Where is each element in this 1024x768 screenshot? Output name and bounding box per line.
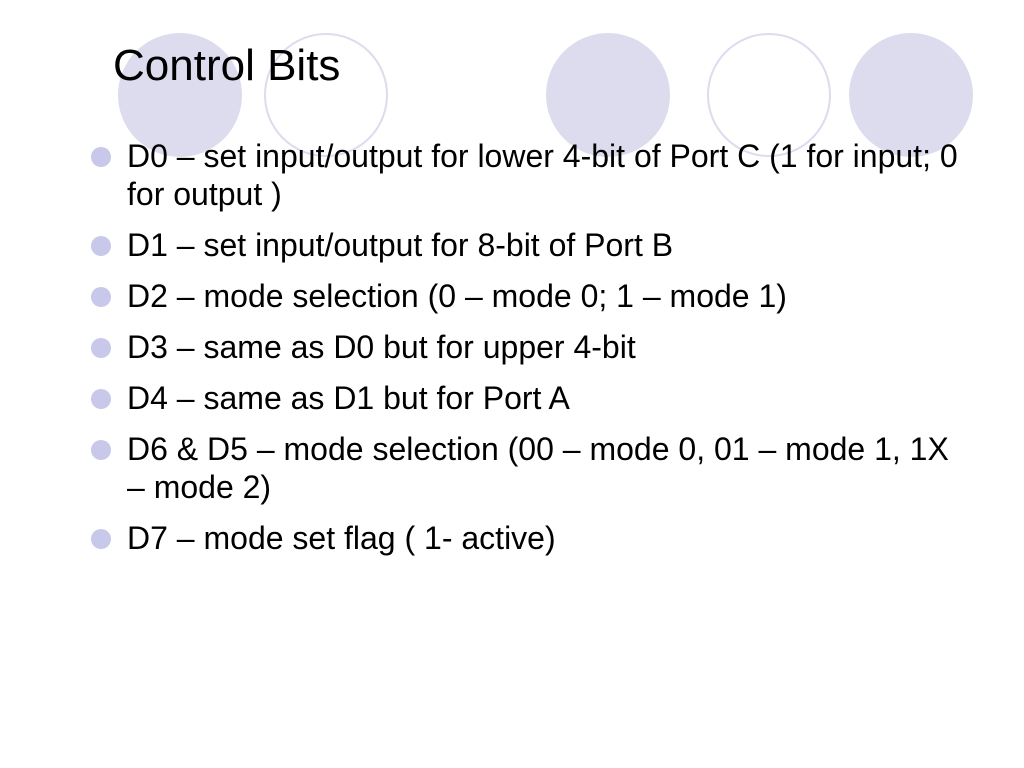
bullet-item: D1 – set input/output for 8-bit of Port … [90, 226, 960, 264]
bullet-text: D0 – set input/output for lower 4-bit of… [127, 138, 958, 212]
bullet-text: D6 & D5 – mode selection (00 – mode 0, 0… [127, 431, 949, 505]
bullet-dot-icon [91, 389, 111, 409]
bullet-text: D2 – mode selection (0 – mode 0; 1 – mod… [127, 278, 787, 314]
decorative-circle-2 [264, 33, 388, 157]
decorative-circle-3 [546, 33, 670, 157]
bullet-text: D1 – set input/output for 8-bit of Port … [127, 227, 674, 263]
bullet-item: D6 & D5 – mode selection (00 – mode 0, 0… [90, 430, 960, 506]
decorative-circle-5 [849, 33, 973, 157]
bullet-dot-icon [91, 338, 111, 358]
bullet-dot-icon [91, 287, 111, 307]
bullet-text: D7 – mode set flag ( 1- active) [127, 520, 556, 556]
decorative-circle-4 [707, 33, 831, 157]
bullet-dot-icon [91, 236, 111, 256]
bullet-text: D4 – same as D1 but for Port A [127, 380, 570, 416]
bullet-item: D3 – same as D0 but for upper 4-bit [90, 328, 960, 366]
bullet-dot-icon [91, 529, 111, 549]
bullet-list: D0 – set input/output for lower 4-bit of… [90, 137, 960, 570]
decorative-circle-1 [118, 33, 242, 157]
slide-title: Control Bits [113, 41, 341, 90]
bullet-item: D4 – same as D1 but for Port A [90, 379, 960, 417]
bullet-item: D7 – mode set flag ( 1- active) [90, 519, 960, 557]
bullet-item: D0 – set input/output for lower 4-bit of… [90, 137, 960, 213]
bullet-dot-icon [91, 147, 111, 167]
bullet-dot-icon [91, 440, 111, 460]
bullet-item: D2 – mode selection (0 – mode 0; 1 – mod… [90, 277, 960, 315]
bullet-text: D3 – same as D0 but for upper 4-bit [127, 329, 636, 365]
